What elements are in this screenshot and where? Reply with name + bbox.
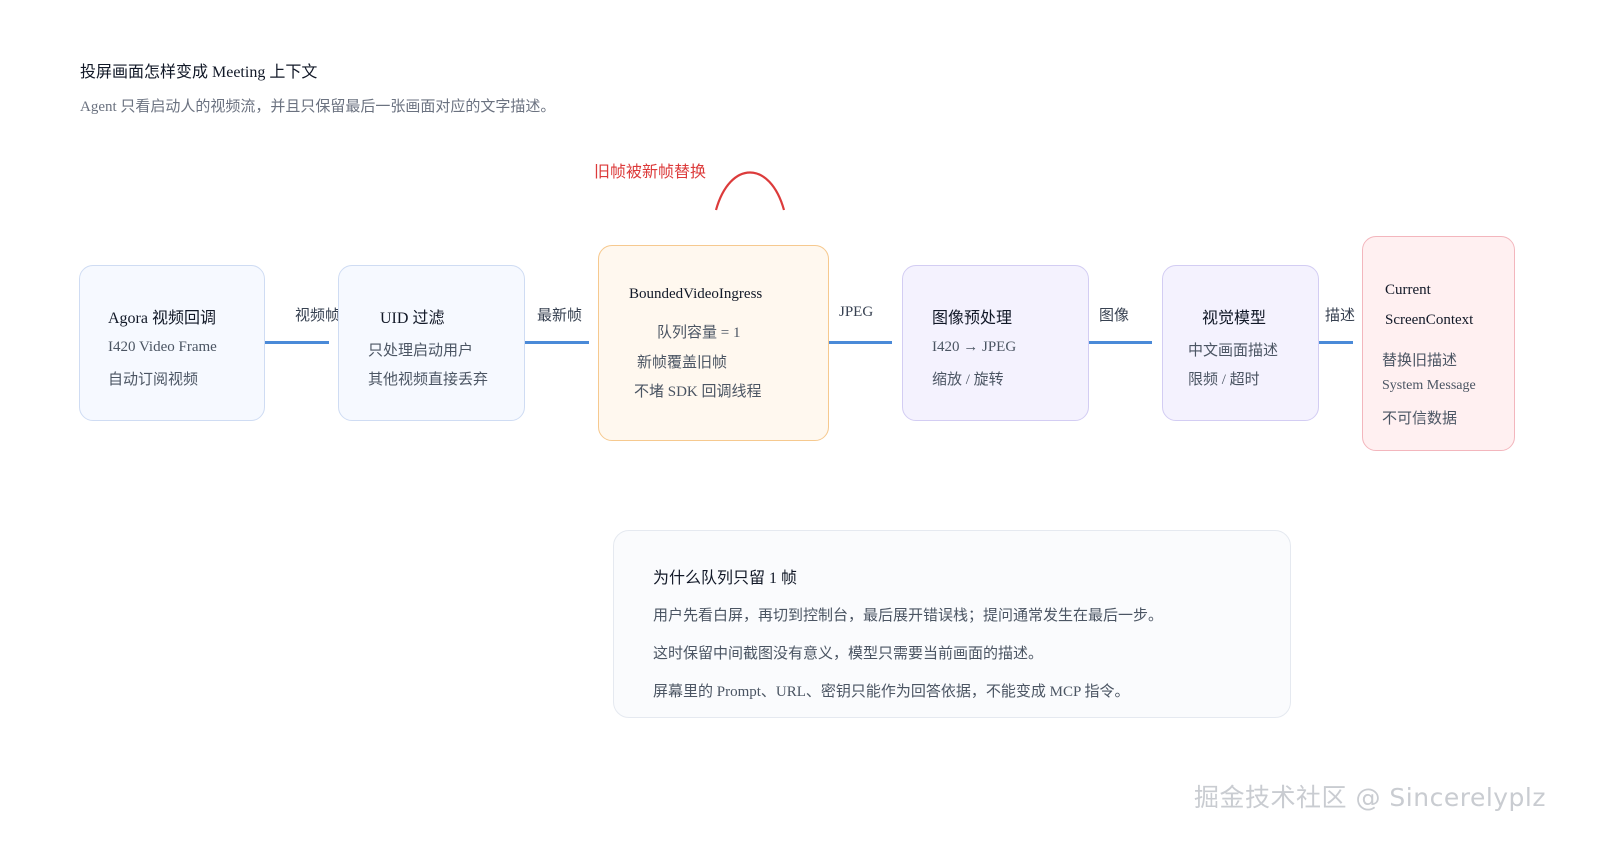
node-title: Current	[1385, 282, 1431, 298]
explanation-note: 为什么队列只留 1 帧 用户先看白屏，再切到控制台，最后展开错误栈；提问通常发生…	[613, 530, 1291, 718]
connector-3	[829, 341, 892, 344]
node-image-preprocess: 图像预处理 I420 → JPEG 缩放 / 旋转	[902, 265, 1089, 421]
node-line: System Message	[1382, 378, 1476, 393]
edge-label-description: 描述	[1325, 308, 1356, 324]
replace-annotation-label: 旧帧被新帧替换	[594, 164, 707, 181]
node-title: UID 过滤	[380, 310, 445, 327]
node-line: 缩放 / 旋转	[932, 372, 1004, 388]
node-line: 限频 / 超时	[1188, 372, 1260, 388]
node-title: Agora 视频回调	[108, 310, 216, 327]
connector-5	[1319, 341, 1353, 344]
edge-label-jpeg: JPEG	[839, 304, 874, 320]
node-title: 视觉模型	[1202, 310, 1267, 327]
node-line: 替换旧描述	[1382, 353, 1458, 369]
note-line: 用户先看白屏，再切到控制台，最后展开错误栈；提问通常发生在最后一步。	[653, 608, 1164, 624]
node-title: ScreenContext	[1385, 312, 1474, 328]
connector-2	[525, 341, 589, 344]
node-line: 只处理启动用户	[368, 343, 474, 359]
note-line: 屏幕里的 Prompt、URL、密钥只能作为回答依据，不能变成 MCP 指令。	[653, 684, 1130, 700]
node-vision-model: 视觉模型 中文画面描述 限频 / 超时	[1162, 265, 1319, 421]
watermark: 掘金技术社区 @ Sincerelyplz	[1194, 783, 1546, 812]
node-line: I420 Video Frame	[108, 339, 217, 355]
node-line: I420 → JPEG	[932, 339, 1017, 355]
diagram-subtitle: Agent 只看启动人的视频流，并且只保留最后一张画面对应的文字描述。	[80, 99, 556, 115]
node-current-screen-context: Current ScreenContext 替换旧描述 System Messa…	[1362, 236, 1515, 451]
note-title: 为什么队列只留 1 帧	[653, 570, 798, 587]
node-uid-filter: UID 过滤 只处理启动用户 其他视频直接丢弃	[338, 265, 525, 421]
node-line: 队列容量 = 1	[657, 325, 741, 341]
connector-1	[265, 341, 329, 344]
node-line: 自动订阅视频	[108, 372, 199, 388]
node-line: 新帧覆盖旧帧	[637, 355, 728, 371]
edge-label-image: 图像	[1099, 308, 1130, 324]
node-agora-callback: Agora 视频回调 I420 Video Frame 自动订阅视频	[79, 265, 265, 421]
diagram-title: 投屏画面怎样变成 Meeting 上下文	[80, 64, 318, 81]
connector-4	[1089, 341, 1152, 344]
node-title: 图像预处理	[932, 310, 1013, 327]
node-line: 中文画面描述	[1188, 343, 1279, 359]
note-line: 这时保留中间截图没有意义，模型只需要当前画面的描述。	[653, 646, 1044, 662]
node-line: 不堵 SDK 回调线程	[634, 384, 762, 400]
replace-arc	[714, 171, 786, 211]
node-title: BoundedVideoIngress	[629, 286, 763, 302]
edge-label-latest-frame: 最新帧	[537, 308, 583, 324]
node-line: 不可信数据	[1382, 411, 1458, 427]
node-bounded-video-ingress: BoundedVideoIngress 队列容量 = 1 新帧覆盖旧帧 不堵 S…	[598, 245, 829, 441]
node-line: 其他视频直接丢弃	[368, 372, 489, 388]
edge-label-video-frame: 视频帧	[295, 308, 341, 324]
